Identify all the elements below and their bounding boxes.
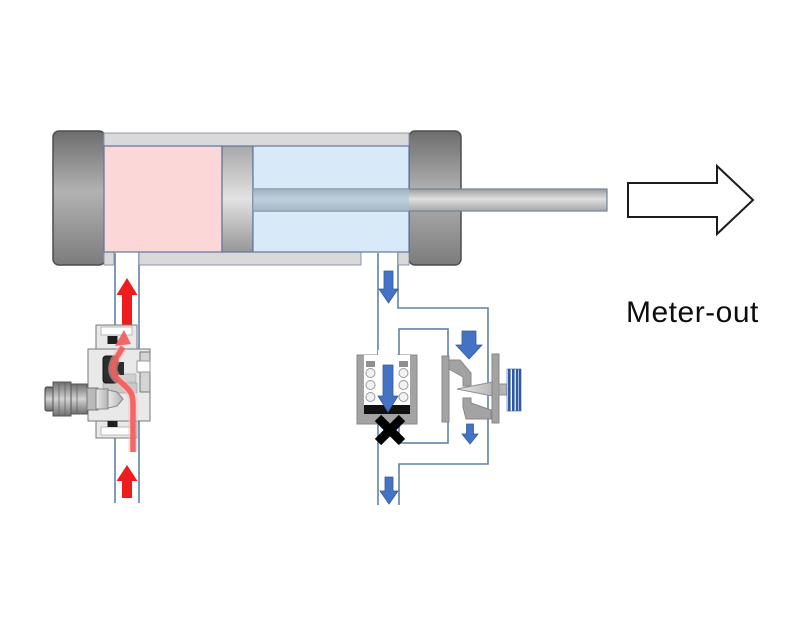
check-seal-lip	[118, 362, 124, 375]
piston	[221, 145, 254, 253]
valve-side-port	[136, 360, 151, 373]
needle-valve	[441, 353, 522, 424]
exhaust-down-arrow-bypass	[455, 330, 483, 360]
supply-up-arrow-top	[116, 278, 138, 325]
valve-bottom-seal	[107, 421, 118, 427]
exhaust-down-arrow-top	[378, 270, 399, 304]
spring-coils	[365, 368, 409, 402]
needle-spool	[95, 388, 109, 410]
needle-valve-left-wall	[441, 355, 450, 423]
needle-valve-right-wall	[491, 353, 500, 424]
piston-rod-chamber-tint	[253, 189, 409, 211]
cylinder-left-end-cap	[52, 130, 106, 266]
exhaust-down-arrow-after-needle	[461, 423, 479, 445]
check-valve-closed	[356, 350, 418, 446]
spring-cap-left	[366, 361, 375, 367]
orifice-lower-funnel	[462, 397, 492, 420]
knob-end-cap	[44, 386, 54, 412]
knob-ring-1	[52, 381, 72, 417]
exhaust-down-arrow-bottom	[379, 476, 399, 505]
supply-up-arrow-bottom	[116, 465, 138, 498]
free-flow-arrowhead	[115, 330, 131, 346]
blocked-flow-x-mark	[374, 414, 406, 446]
needle-stem	[498, 383, 508, 396]
pneumatic-cylinder	[52, 130, 608, 266]
adjustment-knob	[44, 381, 124, 417]
needle-adjust-knob	[506, 368, 522, 412]
exhaust-flow-arrows-lower	[379, 423, 479, 505]
cylinder-top-wall	[103, 132, 410, 147]
orifice-upper-funnel	[448, 359, 472, 387]
check-valve-push-arrow	[377, 364, 399, 413]
speed-controller-valve	[44, 324, 151, 452]
pipe-lines	[114, 253, 489, 505]
spring-cap-right	[399, 361, 408, 367]
knob-ring-2	[70, 383, 88, 415]
meter-out-label: Meter-out	[626, 296, 759, 329]
extend-direction-arrow	[627, 163, 755, 237]
supply-flow-arrows	[116, 278, 138, 498]
valve-top-cap	[100, 326, 133, 336]
cylinder-bottom-wall	[103, 251, 410, 266]
valve-bottom-cap	[100, 426, 133, 436]
cap-side-chamber-pink	[103, 145, 223, 253]
free-flow-ribbon	[110, 345, 136, 452]
exhaust-flow-arrows	[378, 270, 483, 360]
needle-cone	[107, 389, 124, 409]
valve-top-seal	[107, 336, 118, 344]
